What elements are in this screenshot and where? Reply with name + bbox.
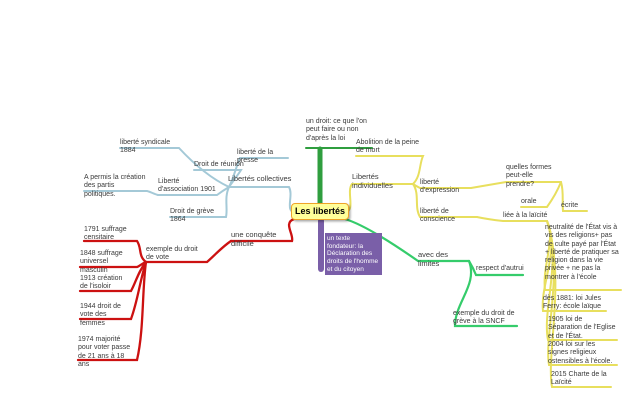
- node-libertes-individuelles[interactable]: Libertés individuelles: [352, 172, 393, 190]
- node-loi-jules-ferry[interactable]: dès 1881: loi Jules Ferry: école laïque: [543, 295, 601, 311]
- node-1944-vote-femmes[interactable]: 1944 droit de vote des femmes: [80, 303, 121, 327]
- node-definition-droit[interactable]: un droit: ce que l'on peut faire ou non …: [306, 118, 367, 142]
- node-liberte-presse[interactable]: liberté de la presse: [237, 149, 274, 165]
- node-1913-isoloir[interactable]: 1913 création de l'isoloir: [80, 275, 123, 291]
- node-neutralite-etat[interactable]: neutralité de l'État vis à vis des relig…: [545, 224, 619, 281]
- branch-limites: [343, 217, 525, 328]
- node-texte-fondateur[interactable]: un texte fondateur: la Déclaration des d…: [325, 233, 382, 276]
- node-conquete-difficile[interactable]: une conquête difficile: [231, 230, 277, 248]
- node-central-les-libertes[interactable]: Les libertés: [291, 203, 349, 220]
- node-loi-2004-signes[interactable]: 2004 loi sur les signes religieux ostens…: [548, 341, 613, 365]
- node-liberte-conscience[interactable]: liberté de conscience: [420, 208, 456, 224]
- node-liberte-association[interactable]: Liberté d'association 1901: [158, 178, 216, 194]
- node-abolition-peine-mort[interactable]: Abolition de la peine de mort: [356, 139, 420, 155]
- node-droit-de-reunion[interactable]: Droit de réunion: [194, 161, 244, 168]
- node-greve-sncf[interactable]: exemple du droit de grève à la SNCF: [453, 310, 515, 326]
- node-libertes-collectives[interactable]: Libertés collectives: [228, 174, 292, 183]
- node-1848-suffrage-universel[interactable]: 1848 suffrage universel masculin: [80, 250, 123, 274]
- node-partis-politiques[interactable]: A permis la création des partis politiqu…: [84, 174, 146, 198]
- node-1974-majorite-18[interactable]: 1974 majorité pour voter passe de 21 ans…: [78, 336, 131, 368]
- node-quelles-formes[interactable]: quelles formes peut-elle prendre?: [506, 164, 552, 188]
- node-loi-1905-separation[interactable]: 1905 loi de Séparation de l'Eglise et de…: [548, 316, 616, 340]
- node-liberte-syndicale[interactable]: liberté syndicale 1884: [120, 139, 171, 155]
- node-avec-des-limites[interactable]: avec des limites: [418, 250, 449, 268]
- node-orale[interactable]: orale: [521, 198, 537, 205]
- branch-conquete: [76, 217, 296, 362]
- node-1791-suffrage-censitaire[interactable]: 1791 suffrage censitaire: [84, 226, 127, 242]
- node-respect-autrui[interactable]: respect d'autrui: [476, 265, 524, 272]
- node-droit-de-greve[interactable]: Droit de grève 1864: [170, 208, 214, 224]
- node-exemple-droit-vote[interactable]: exemple du droit de vote: [146, 246, 198, 262]
- node-charte-laicite-2015[interactable]: 2015 Charte de la Laïcité: [551, 371, 607, 387]
- node-liberte-expression[interactable]: liberté d'expression: [420, 179, 460, 195]
- node-liee-laicite[interactable]: liée à la laïcité: [503, 212, 548, 219]
- node-ecrite[interactable]: écrite: [561, 202, 579, 209]
